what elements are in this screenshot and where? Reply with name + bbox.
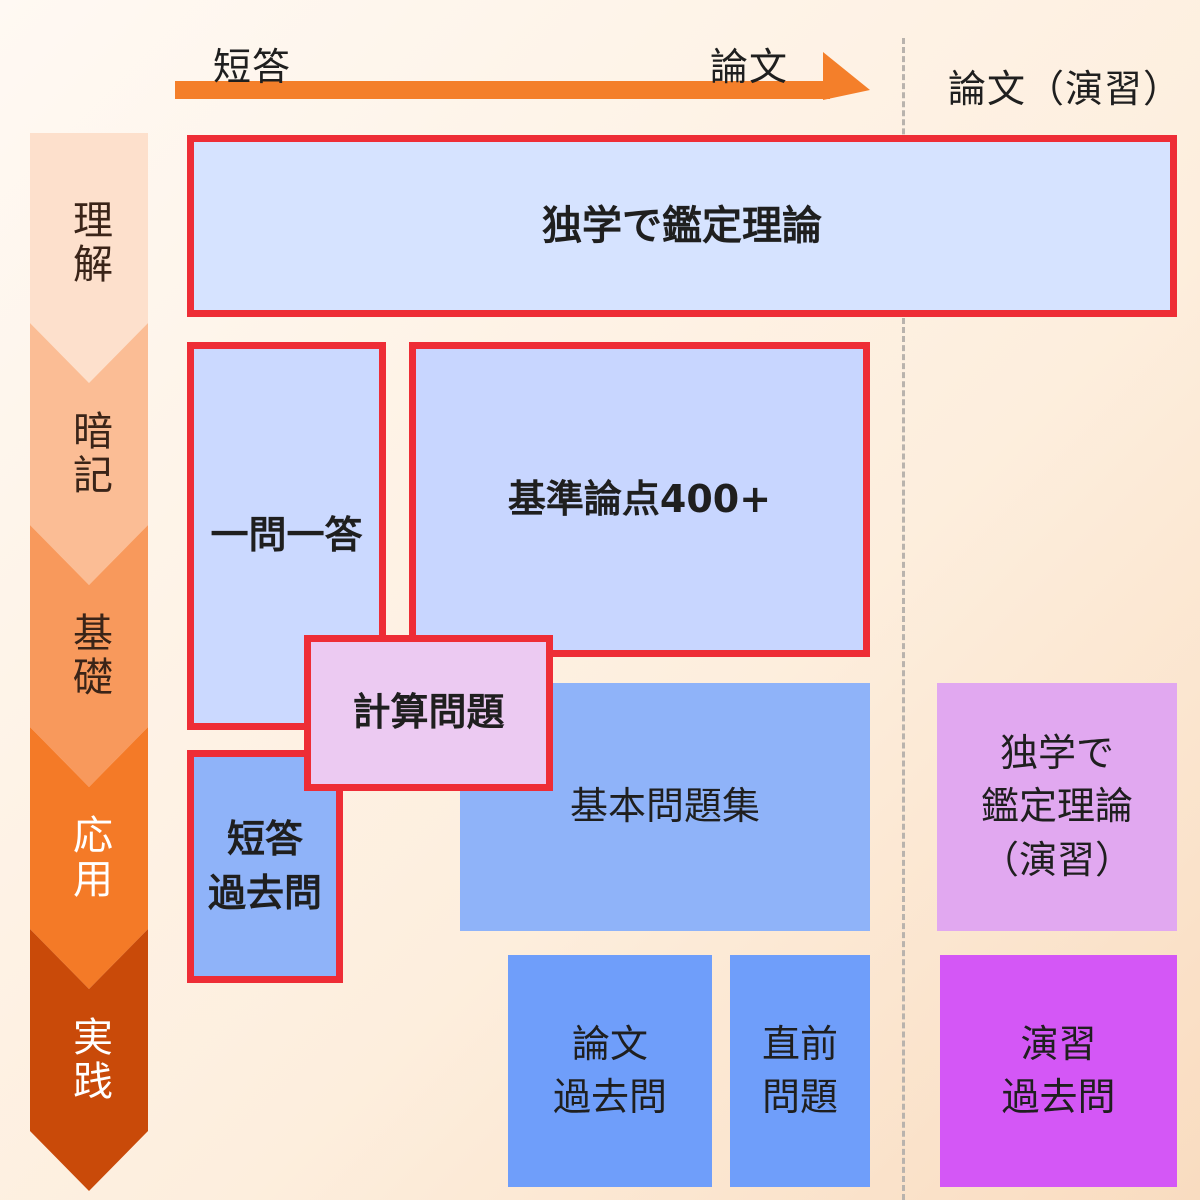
stage-understanding: 理解 [30, 133, 148, 383]
box-label: 基本問題集 [569, 784, 760, 829]
box-chokuzen-mondai[interactable]: 直前 問題 [730, 955, 870, 1187]
column-divider [902, 38, 905, 1200]
box-dokugaku-enshu[interactable]: 独学で 鑑定理論 （演習） [937, 683, 1177, 931]
box-label: 独学で鑑定理論 [542, 203, 822, 249]
box-label: 計算問題 [352, 690, 505, 735]
box-label: 基準論点400+ [507, 476, 772, 521]
stage-memorize: 暗記 [30, 323, 148, 585]
box-dokugaku-kanteiriron[interactable]: 独学で鑑定理論 [187, 135, 1177, 317]
box-label: 一問一答 [210, 513, 363, 558]
arrow-right-icon [175, 52, 870, 100]
axis-label-short-answer: 短答 [213, 45, 292, 89]
box-label: 短答 過去問 [207, 817, 322, 915]
box-label: 演習 過去問 [1001, 1021, 1116, 1119]
axis-arrow [175, 50, 875, 109]
stage-label: 基礎 [66, 612, 112, 700]
box-ronbun-kakomon[interactable]: 論文 過去問 [508, 955, 712, 1187]
box-kijun-ronten[interactable]: 基準論点400+ [409, 342, 870, 657]
axis-label-essay-practice: 論文（演習） [948, 67, 1183, 111]
stage-application: 応用 [30, 727, 148, 989]
axis-label-essay: 論文 [710, 45, 789, 89]
stage-label: 理解 [66, 199, 112, 287]
stage-label: 暗記 [66, 410, 112, 498]
box-keisan-mondai[interactable]: 計算問題 [304, 635, 553, 791]
box-label: 直前 問題 [761, 1021, 838, 1119]
box-label: 独学で 鑑定理論 （演習） [980, 731, 1133, 882]
stage-label: 実践 [66, 1016, 112, 1104]
stage-label: 応用 [66, 814, 112, 902]
box-tantou-kakomon[interactable]: 短答 過去問 [187, 750, 343, 983]
box-enshu-kakomon[interactable]: 演習 過去問 [940, 955, 1177, 1187]
box-label: 論文 過去問 [552, 1021, 667, 1119]
